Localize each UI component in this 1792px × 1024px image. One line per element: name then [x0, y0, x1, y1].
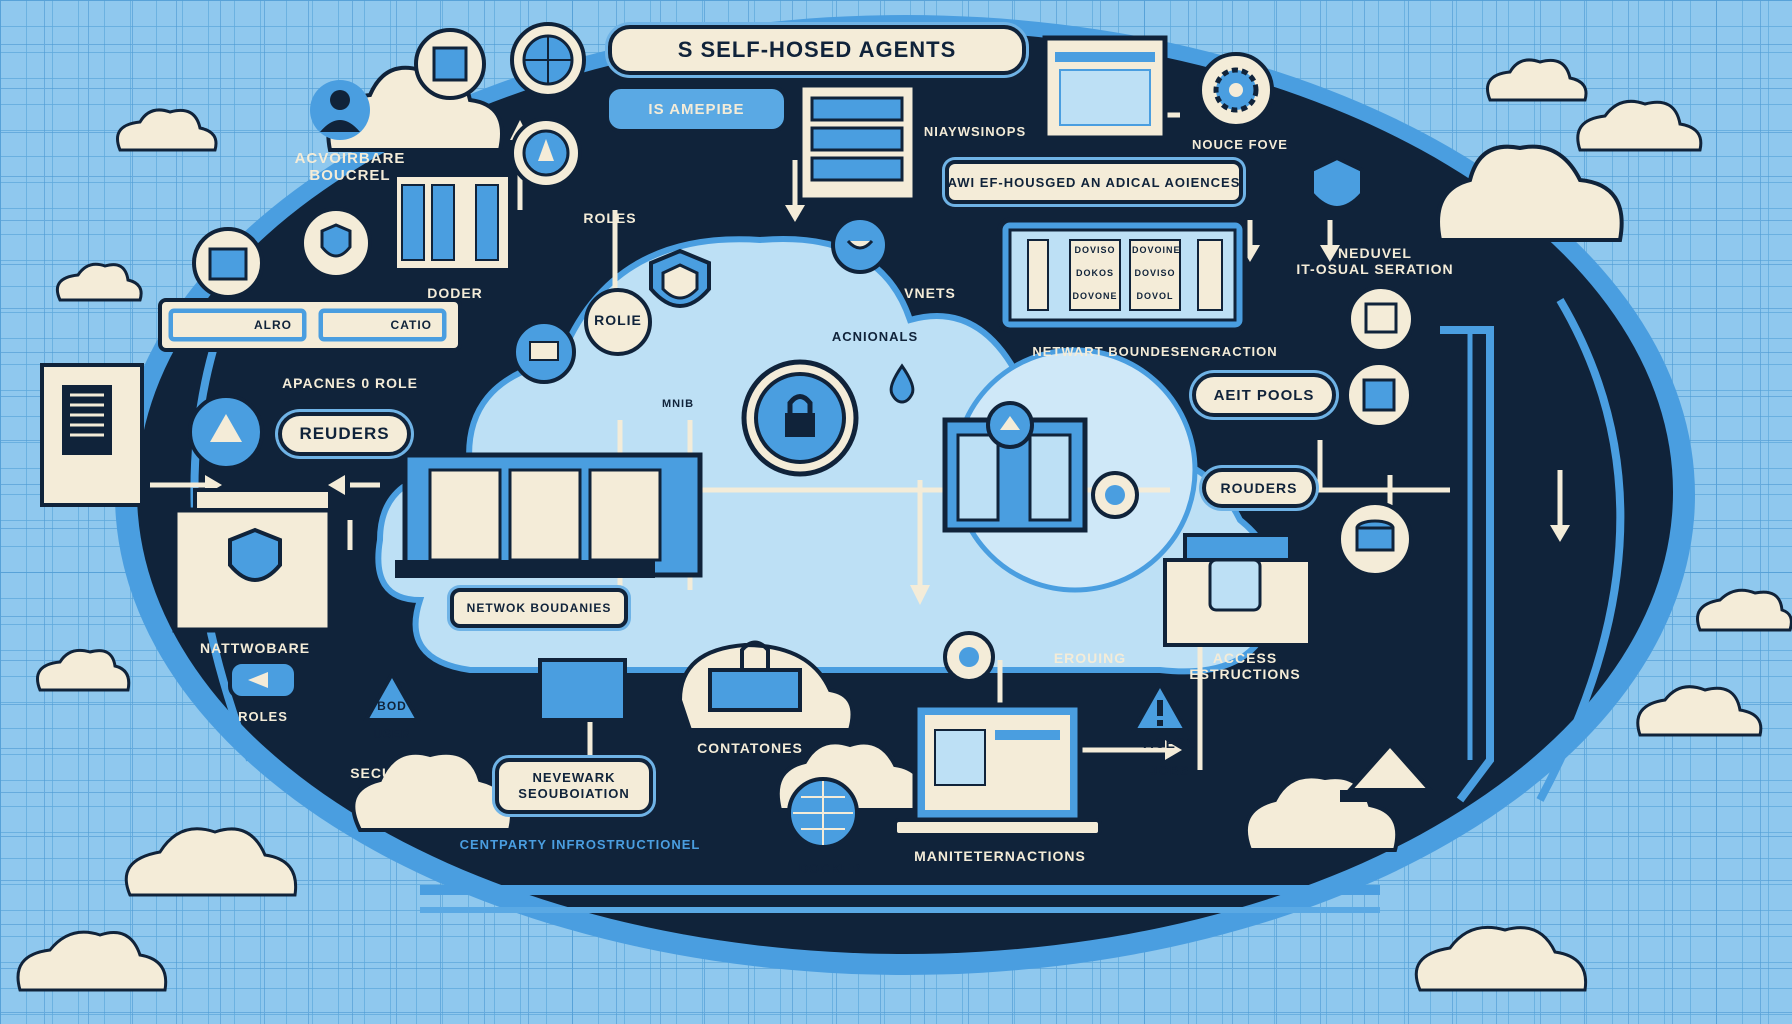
agents-banner: AWI EF-HOUSGED AN ADICAL AOIENCES — [945, 160, 1243, 204]
apacnes-role-label: APACNES 0 ROLE — [282, 375, 418, 391]
bod-warning-icon — [362, 669, 422, 726]
table-cell: DOVISO — [1134, 268, 1176, 278]
server-cluster-icon — [395, 452, 703, 578]
niaywsinops-label: NIAYWSINOPS — [923, 124, 1027, 139]
storage-icon — [1346, 284, 1416, 354]
field-left[interactable]: ALRO — [170, 310, 305, 340]
contatones-label: CONTATONES — [697, 740, 803, 756]
table-cell: DOVONE — [1072, 291, 1118, 301]
agent-pools-pill[interactable]: AEIT POOLS — [1192, 373, 1336, 417]
cube-stack-icon — [1344, 360, 1414, 430]
field-right-value: CATIO — [390, 318, 432, 332]
field-right[interactable]: CATIO — [320, 310, 445, 340]
network-segregation-label: NEVEWARK SEOUBOIATION — [518, 770, 630, 801]
page-title-text: S SELF-HOSED AGENTS — [677, 37, 957, 62]
acvoirbare-label: ACVOIRBARE BOUCREL — [294, 150, 406, 185]
network-segregation-pill[interactable]: NEVEWARK SEOUBOIATION — [495, 758, 653, 814]
table-icon — [512, 320, 576, 384]
agent-pools-label: AEIT POOLS — [1213, 386, 1315, 404]
table-cell: DOVOINE — [1132, 245, 1181, 255]
roles-top-label: ROLES — [583, 210, 637, 226]
reuders-pill[interactable]: REUDERS — [278, 412, 411, 456]
box-icon — [190, 225, 266, 301]
erouing-label: EROUING — [1053, 650, 1127, 666]
roles-bottom-label: ROLES — [238, 709, 288, 724]
rouders-label: ROUDERS — [1220, 480, 1298, 496]
table-cell: DOVISO — [1074, 245, 1116, 255]
mnib-label: MNIB — [661, 398, 695, 410]
cube-icon — [412, 26, 488, 102]
route-node-icon — [942, 630, 996, 684]
reuders-label: REUDERS — [299, 424, 390, 443]
page-title: S SELF-HOSED AGENTS — [608, 25, 1026, 75]
cloud-shield-icon — [1300, 150, 1374, 224]
agents-banner-text: AWI EF-HOUSGED AN ADICAL AOIENCES — [947, 174, 1241, 190]
upload-badge-icon — [985, 400, 1035, 450]
network-boundaries-pill[interactable]: NETWOK BOUDANIES — [450, 588, 628, 628]
centparty-label: CENTPARTY INFROSTRUCTIONEL — [459, 837, 701, 852]
world-icon — [785, 775, 861, 851]
link-node-icon — [1090, 470, 1140, 520]
network-boundary-label: NETWART BOUNDESENGRACTION — [1032, 344, 1278, 359]
field-left-value: ALRO — [254, 318, 292, 332]
network-node-icon — [186, 392, 266, 472]
table-cell: DOVOL — [1136, 291, 1174, 301]
fingerprint-badge-icon — [830, 215, 890, 275]
rocket-badge-icon — [508, 115, 584, 191]
network-boundaries-label: NETWOK BOUDANIES — [466, 601, 612, 615]
warning-icon — [1130, 679, 1190, 736]
server-rack-icon — [797, 82, 918, 203]
role-shield-icon — [645, 245, 715, 325]
table-cell: DOKOS — [1075, 268, 1114, 278]
header-badge: IS AMEPIBE — [605, 85, 788, 133]
gear-icon — [1196, 50, 1276, 130]
nouce-fove-label: NOUCE FOVE — [1192, 137, 1288, 152]
acnionals-label: ACNIONALS — [831, 329, 919, 344]
rouders-pill[interactable]: ROUDERS — [1202, 468, 1316, 508]
rolie-label: ROLIE — [594, 312, 642, 328]
database-icon — [1336, 500, 1414, 578]
bod-label: BOD — [377, 699, 407, 713]
docker-label: DOCKER — [798, 861, 862, 876]
droplet-icon — [878, 360, 926, 408]
nattwobare-label: NATTWOBARE — [199, 640, 311, 656]
container-lock-icon — [677, 640, 855, 732]
jobs-label: JOBS — [1150, 763, 1190, 778]
globe-icon — [508, 20, 588, 100]
person-icon — [300, 70, 380, 150]
laptop-icon — [893, 702, 1102, 837]
maintenance-label: MANITETERNACTIONS — [914, 848, 1086, 864]
doder-label: DODER — [427, 285, 483, 301]
crate-shield-icon — [172, 488, 333, 633]
shield-badge-icon — [298, 205, 374, 281]
acess-label: ACESS — [1143, 735, 1197, 751]
rolie-circle-icon — [583, 287, 653, 357]
vnets-label: VNETS — [904, 285, 956, 301]
lock-icon[interactable] — [740, 358, 860, 478]
securies-label: SECURIES — [350, 765, 430, 781]
access-estructions-label: ACCESS ESTRUCTIONS — [1189, 650, 1301, 683]
fish-icon — [228, 660, 298, 700]
neduvel-label: NEDUVEL IT-OSUAL SERATION — [1296, 245, 1454, 278]
header-badge-text: IS AMEPIBE — [648, 100, 745, 118]
user-label: USER — [373, 727, 411, 741]
